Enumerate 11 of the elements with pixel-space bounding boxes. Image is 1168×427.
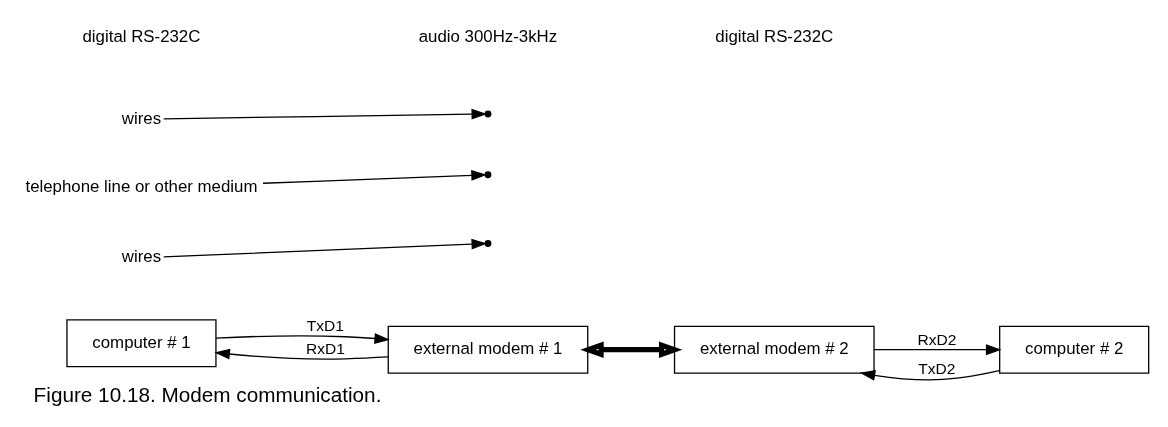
caption: Figure 10.18. Modem communication. [33, 382, 381, 406]
edge-label: TxD1 [306, 316, 344, 334]
edge-label: RxD1 [305, 339, 345, 357]
label: audio 300Hz-3kHz [418, 26, 557, 46]
node-text: telephone line or other medium [24, 176, 257, 196]
node-text: wires [121, 246, 161, 266]
label: digital RS-232C [714, 26, 833, 46]
edge-label: RxD2 [916, 330, 956, 348]
label: digital RS-232C [82, 26, 200, 46]
edge-label: TxD2 [917, 359, 955, 377]
node-text: wires [121, 108, 161, 128]
